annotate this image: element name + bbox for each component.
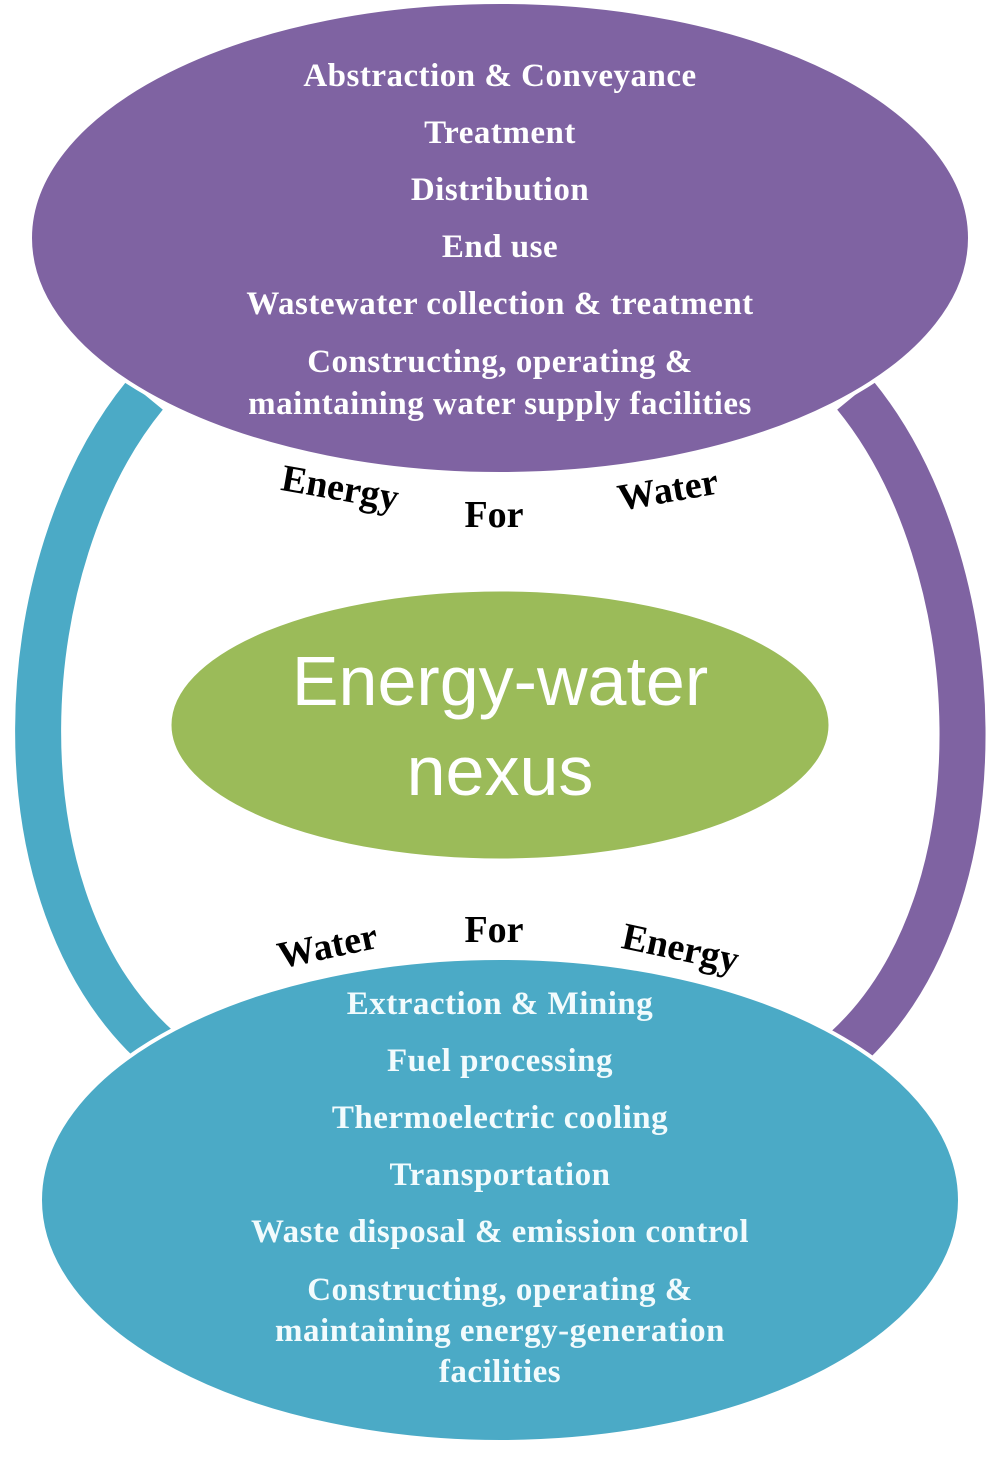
arc-word-for: For: [464, 909, 523, 951]
we-item: Constructing, operating &: [307, 1272, 693, 1308]
ew-item: maintaining water supply facilities: [248, 386, 752, 422]
we-item: Thermoelectric cooling: [332, 1100, 668, 1136]
ew-item: Constructing, operating &: [307, 344, 693, 380]
center-title-line1: Energy-water: [292, 642, 708, 720]
ew-item: Abstraction & Conveyance: [303, 58, 696, 94]
water-for-energy-ellipse: [38, 956, 962, 1444]
we-item: maintaining energy-generation: [275, 1313, 725, 1349]
energy-for-water-label: Energy For Water: [278, 457, 721, 536]
center-nexus-ellipse: [168, 588, 832, 862]
water-for-energy-items: Extraction & Mining Fuel processing Ther…: [251, 986, 749, 1390]
teal-ring-arc: [15, 380, 176, 1068]
we-item: Waste disposal & emission control: [251, 1214, 749, 1250]
ew-item: Treatment: [424, 115, 576, 151]
ew-item: Distribution: [411, 172, 589, 208]
ew-item: Wastewater collection & treatment: [246, 286, 753, 322]
center-title-line2: nexus: [407, 732, 594, 810]
we-item: Fuel processing: [387, 1043, 613, 1079]
we-item: facilities: [439, 1354, 561, 1390]
we-item: Transportation: [390, 1157, 611, 1193]
purple-ring-arc: [829, 380, 986, 1068]
ew-item: End use: [442, 229, 558, 265]
arc-word-water: Water: [614, 461, 721, 520]
energy-for-water-ellipse: [28, 0, 972, 476]
we-item: Extraction & Mining: [347, 986, 653, 1022]
arc-word-for: For: [464, 494, 523, 536]
energy-for-water-items: Abstraction & Conveyance Treatment Distr…: [246, 58, 753, 422]
